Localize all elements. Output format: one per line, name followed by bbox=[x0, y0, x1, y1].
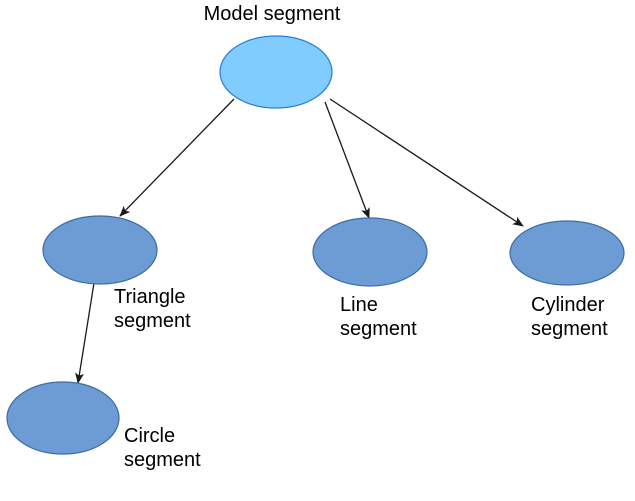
edge-layer bbox=[75, 98, 524, 384]
node-cylinder[interactable] bbox=[509, 220, 625, 286]
label-line: segment bbox=[114, 310, 191, 332]
edge-model-to-triangle bbox=[119, 98, 235, 217]
page-title: Model segment bbox=[204, 3, 341, 25]
node-circle[interactable] bbox=[6, 381, 120, 455]
edge-triangle-to-circle bbox=[75, 282, 95, 384]
label-line: Model segment bbox=[204, 3, 341, 25]
node-triangle[interactable] bbox=[42, 215, 158, 285]
label-line: Circle bbox=[124, 425, 175, 447]
label-line: segment bbox=[531, 318, 608, 340]
label-line: Triangle bbox=[114, 286, 186, 308]
node-model[interactable] bbox=[219, 35, 333, 109]
label-line: Cylinder bbox=[531, 294, 605, 316]
edge-model-to-cylinder bbox=[329, 98, 524, 227]
node-line[interactable] bbox=[312, 217, 428, 287]
label-line: Line bbox=[340, 294, 378, 316]
label-line: segment bbox=[124, 449, 201, 471]
label-line: segment bbox=[340, 318, 417, 340]
node-layer bbox=[6, 35, 625, 455]
edge-model-to-line bbox=[324, 101, 370, 219]
